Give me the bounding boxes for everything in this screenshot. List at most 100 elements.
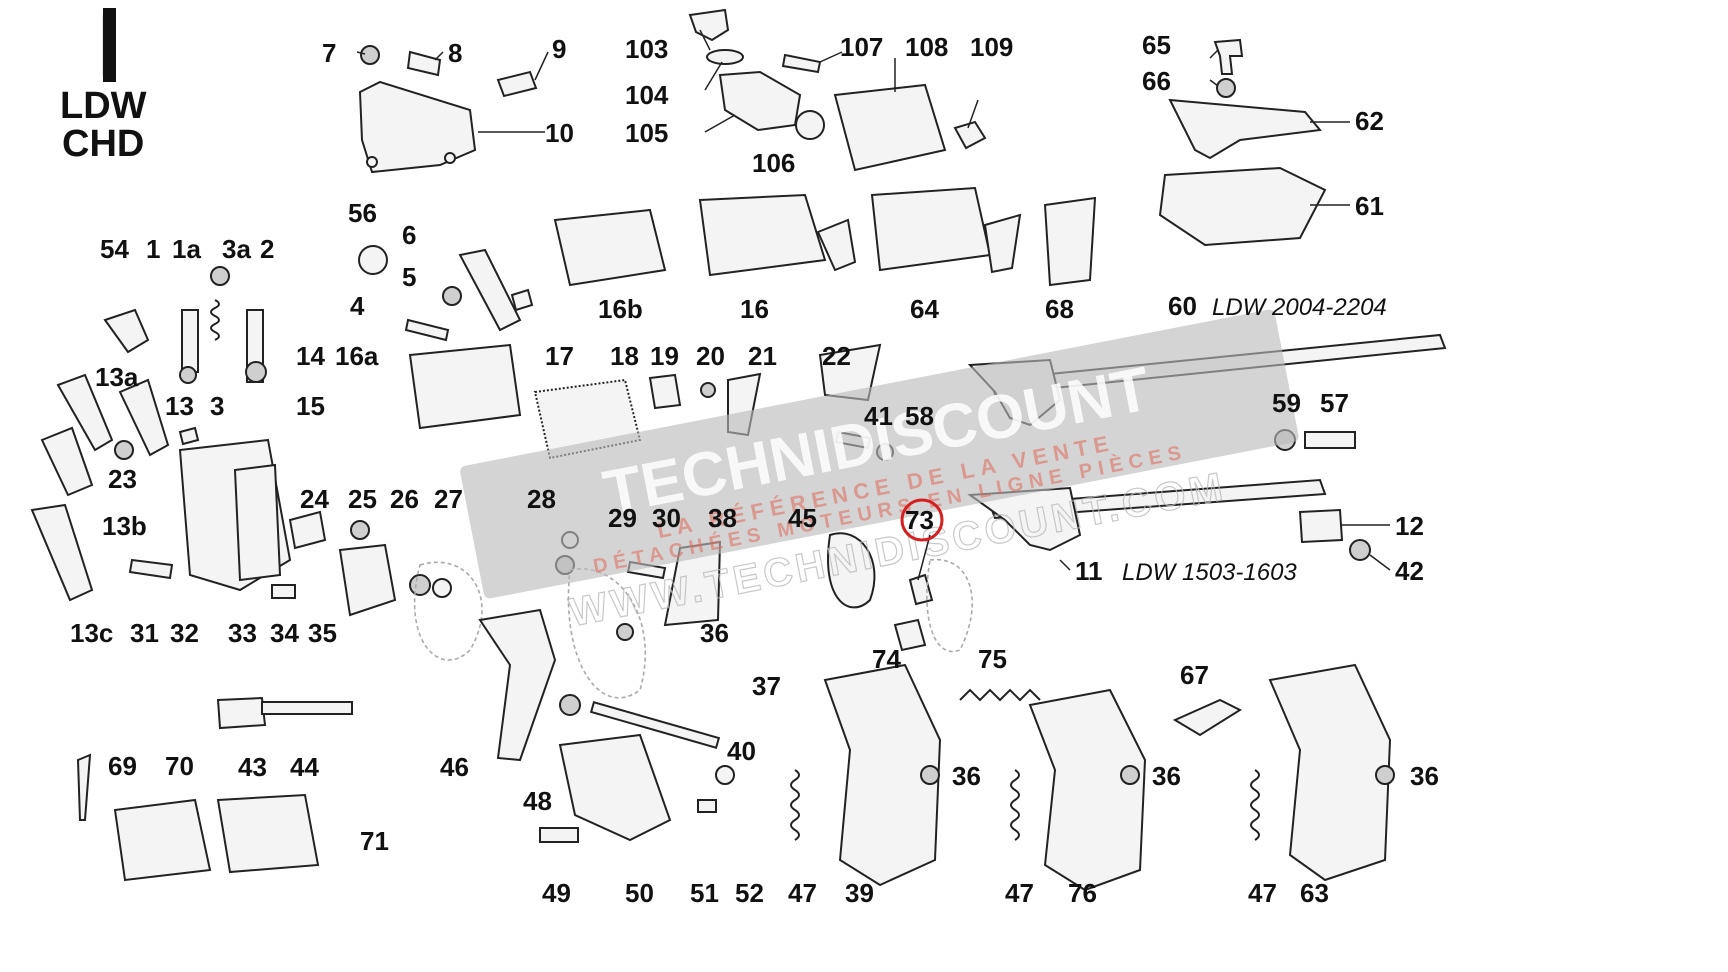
part-spring-clip-67 (1172, 698, 1243, 737)
callout-52: 52 (735, 878, 764, 908)
part-rod-44 (261, 701, 353, 715)
callout-47a: 47 (788, 878, 817, 908)
part-pin-15 (178, 426, 200, 446)
callout-39: 39 (845, 878, 874, 908)
part-pin-17 (510, 288, 534, 312)
part-cap-56 (358, 245, 388, 275)
callout-11: 11 (1075, 556, 1103, 586)
part-washer-27 (432, 578, 452, 598)
callout-24: 24 (300, 484, 329, 514)
callout-1: 1 (146, 234, 160, 264)
part-washer-52 (715, 765, 735, 785)
callout-73: 73 (905, 505, 934, 535)
part-nut-36d (1375, 765, 1395, 785)
callout-31: 31 (130, 618, 159, 648)
part-nut-36b (920, 765, 940, 785)
part-nut-3 (179, 366, 197, 384)
callout-13a: 13a (95, 362, 139, 392)
part-cover-70 (113, 798, 212, 882)
engine-code-ldw: LDW (60, 85, 147, 127)
part-cover-108 (833, 83, 947, 172)
part-bracket-33 (233, 463, 282, 582)
part-washer-14 (245, 361, 267, 383)
watermark: TECHNIDISCOUNT LA RÉFÉRENCE DE LA VENTE … (460, 309, 1299, 636)
callout-19: 19 (650, 341, 679, 371)
callout-28: 28 (527, 484, 556, 514)
part-housing-61 (1158, 166, 1327, 247)
callout-41: 41 (864, 401, 893, 431)
part-plate-35 (338, 543, 397, 617)
callout-56: 56 (348, 198, 377, 228)
part-plate-68 (1043, 196, 1097, 287)
part-shaft-40 (589, 701, 721, 749)
callout-22: 22 (822, 341, 851, 371)
callout-10: 10 (545, 118, 574, 148)
callout-3: 3 (210, 391, 224, 421)
part-lever-46 (478, 608, 557, 762)
part-nut-48 (559, 694, 581, 716)
callout-46: 46 (440, 752, 469, 782)
part-bracket-62 (1168, 98, 1322, 160)
callout-50: 50 (625, 878, 654, 908)
part-housing-16b (553, 208, 667, 287)
callout-49: 49 (542, 878, 571, 908)
callout-70: 70 (165, 751, 194, 781)
part-fitting-54 (103, 308, 150, 354)
leader-lines (356, 29, 1391, 581)
callout-108: 108 (905, 32, 948, 62)
part-weight-carrier-45 (827, 532, 876, 609)
callout-74: 74 (872, 644, 901, 674)
part-lever-assembly-63 (1250, 663, 1392, 882)
part-nut-26 (409, 574, 431, 596)
callout-60: 60 (1168, 291, 1197, 321)
callout-16b: 16b (598, 294, 643, 324)
part-housing-16a (408, 343, 522, 430)
part-nut-36a (616, 623, 634, 641)
callout-109: 109 (970, 32, 1013, 62)
callout-29: 29 (608, 503, 637, 533)
callout-37: 37 (752, 671, 781, 701)
part-pin-51 (697, 799, 717, 813)
callout-34: 34 (270, 618, 299, 648)
callout-64: 64 (910, 294, 939, 324)
callout-12: 12 (1395, 511, 1424, 541)
part-screw-31 (128, 558, 174, 580)
variant-label-11: LDW 1503-1603 (1122, 559, 1297, 586)
callout-47c: 47 (1248, 878, 1277, 908)
callout-18: 18 (610, 341, 639, 371)
callout-58: 58 (905, 401, 934, 431)
part-lever-assembly-76 (1010, 688, 1147, 892)
callout-38: 38 (708, 503, 737, 533)
part-arm-13c (30, 503, 94, 602)
part-lever-assembly-39 (790, 663, 942, 887)
callout-51: 51 (690, 878, 719, 908)
callout-36: 36 (700, 618, 729, 648)
part-ghost-lever (567, 568, 646, 699)
part-nut-23 (114, 440, 134, 460)
part-lever-64 (983, 213, 1022, 274)
callout-30: 30 (652, 503, 681, 533)
callout-104: 104 (625, 80, 669, 110)
callout-9: 9 (552, 34, 566, 64)
callout-27: 27 (434, 484, 463, 514)
callout-35: 35 (308, 618, 337, 648)
callout-54: 54 (100, 234, 129, 264)
part-bracket-10 (358, 80, 477, 174)
engine-code-chd: CHD (62, 123, 145, 165)
part-fitting-43 (216, 696, 267, 730)
callout-103: 103 (625, 34, 668, 64)
part-nut-36c (1120, 765, 1140, 785)
part-housing-64 (870, 186, 992, 272)
callout-107: 107 (840, 32, 883, 62)
callout-14: 14 (296, 341, 325, 371)
callout-47b: 47 (1005, 878, 1034, 908)
callout-69: 69 (108, 751, 137, 781)
part-screw-8 (406, 50, 442, 77)
part-bolt-57 (1304, 431, 1356, 449)
part-nut-66 (1216, 78, 1236, 98)
callout-17: 17 (545, 341, 574, 371)
callout-67: 67 (1180, 660, 1209, 690)
part-screw-4 (404, 318, 450, 342)
callout-61: 61 (1355, 191, 1384, 221)
callout-45: 45 (788, 503, 817, 533)
